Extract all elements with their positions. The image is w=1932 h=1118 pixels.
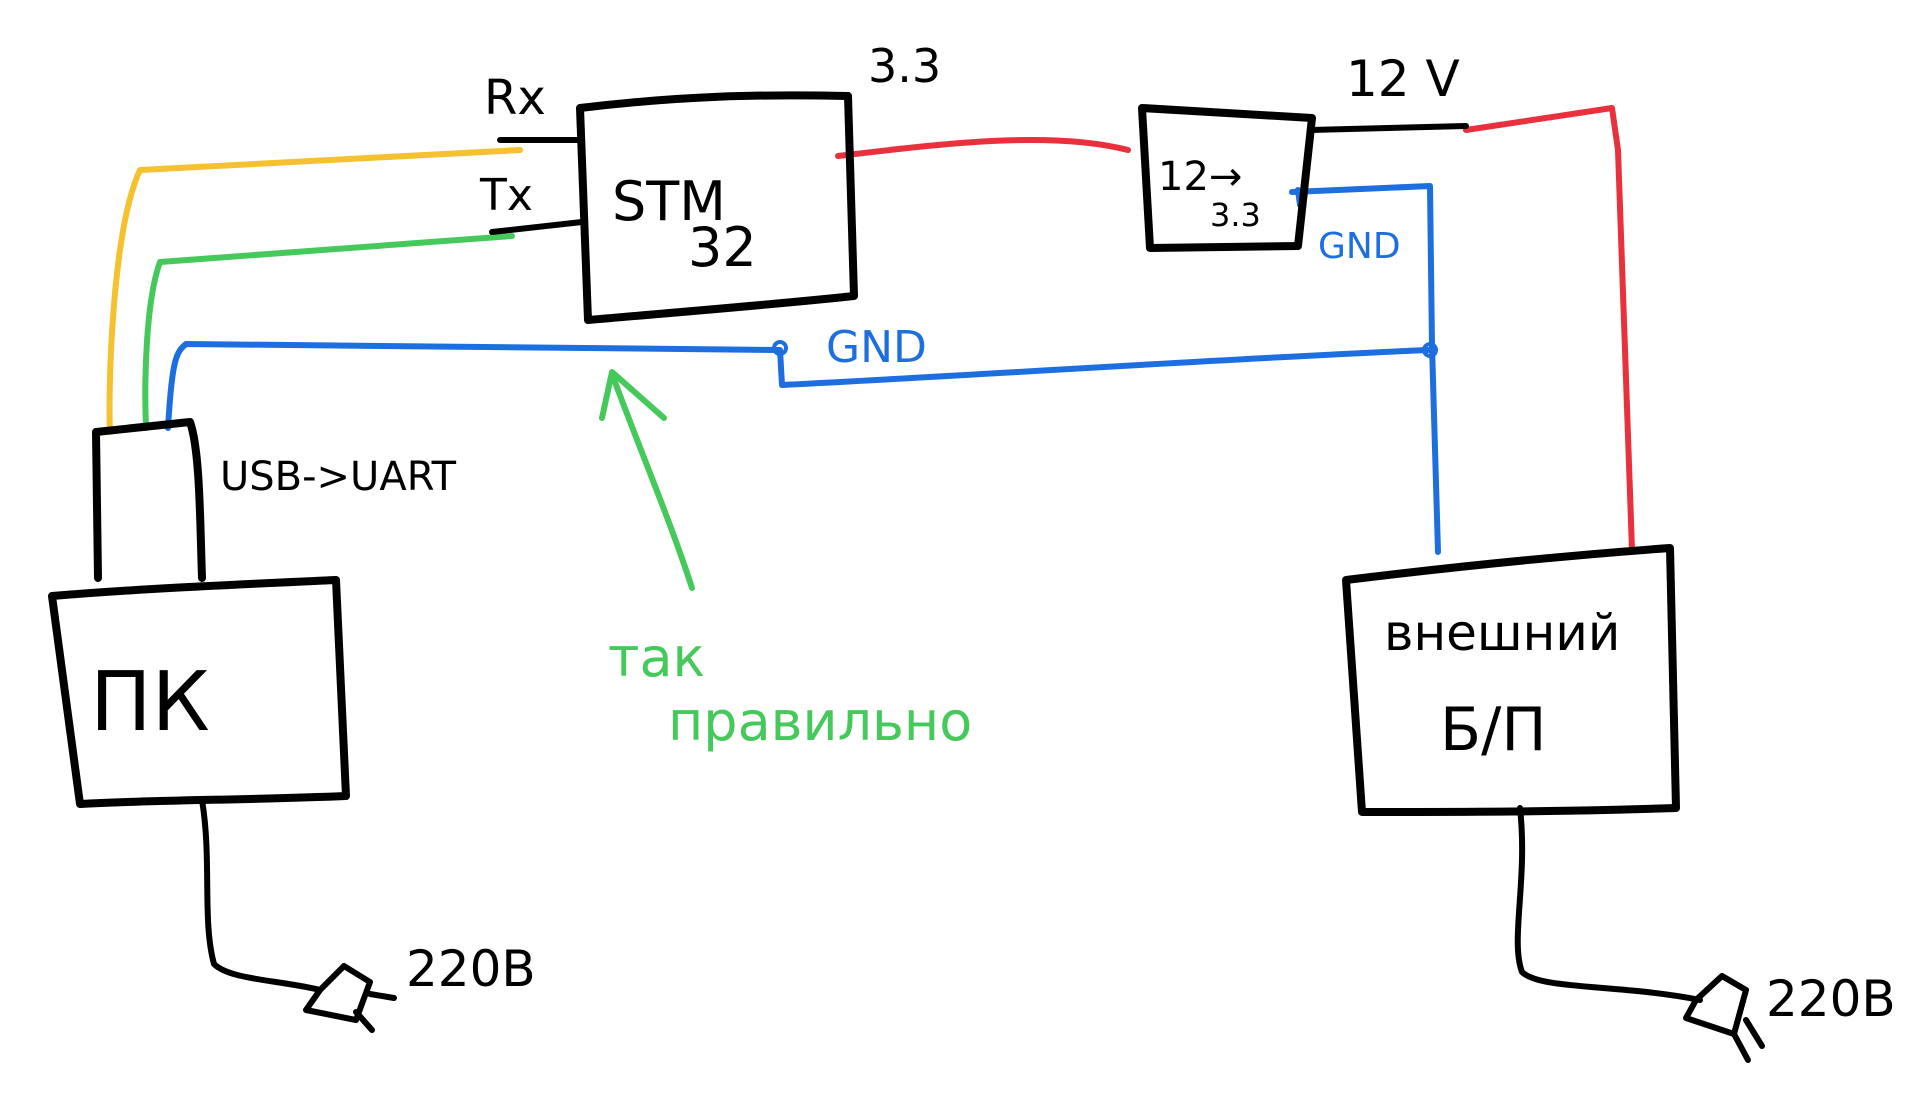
arrow-up-icon <box>609 371 695 591</box>
pc-power-cord <box>199 797 323 993</box>
gnd-wire-usb <box>165 341 1431 431</box>
usb-uart-box <box>92 418 206 582</box>
gnd-junction-stm <box>772 340 788 356</box>
psu-12v-label: 12 V <box>1346 50 1460 108</box>
arrow-up-icon-head <box>599 369 667 421</box>
pc-label: ПК <box>90 655 210 750</box>
tx-pin-label: Tx <box>479 170 533 221</box>
psu-mains-label: 220В <box>1766 970 1896 1028</box>
plug-icon <box>1683 973 1765 1063</box>
psu-label-line2: Б/П <box>1440 695 1547 765</box>
supply-wire-12v-in <box>1307 123 1469 133</box>
psu-power-cord <box>1514 805 1703 1003</box>
pc-box <box>48 576 350 808</box>
regulator-label-line2: 3.3 <box>1210 196 1261 234</box>
psu-label-line1: внешний <box>1384 604 1620 662</box>
gnd-junction-psu <box>1422 342 1438 358</box>
tx-pin-stub <box>489 219 585 235</box>
gnd-regulator-label: GND <box>1318 226 1401 267</box>
tx-wire <box>142 233 515 431</box>
regulator-label-line1: 12→ <box>1158 154 1242 200</box>
gnd-main-label: GND <box>826 322 927 373</box>
rx-wire <box>106 147 523 435</box>
regulator-box <box>1138 104 1316 252</box>
stm32-label-line2: 32 <box>688 216 757 279</box>
supply-wire-12v <box>1463 105 1635 553</box>
usb-uart-label: USB->UART <box>220 454 457 500</box>
gnd-wire-psu <box>1289 183 1441 555</box>
annotation-line1: так <box>608 626 705 689</box>
stm32-label-line1: STM <box>612 170 726 233</box>
pc-mains-label: 220В <box>406 940 536 998</box>
annotation-line2: правильно <box>668 690 972 753</box>
supply-3v3-label: 3.3 <box>868 39 941 93</box>
stm32-box <box>576 91 858 324</box>
wires <box>106 105 1703 1003</box>
rx-pin-label: Rx <box>484 70 546 126</box>
supply-wire-3v3 <box>835 136 1131 159</box>
psu-box <box>1342 544 1680 816</box>
plug-icon <box>303 963 397 1033</box>
